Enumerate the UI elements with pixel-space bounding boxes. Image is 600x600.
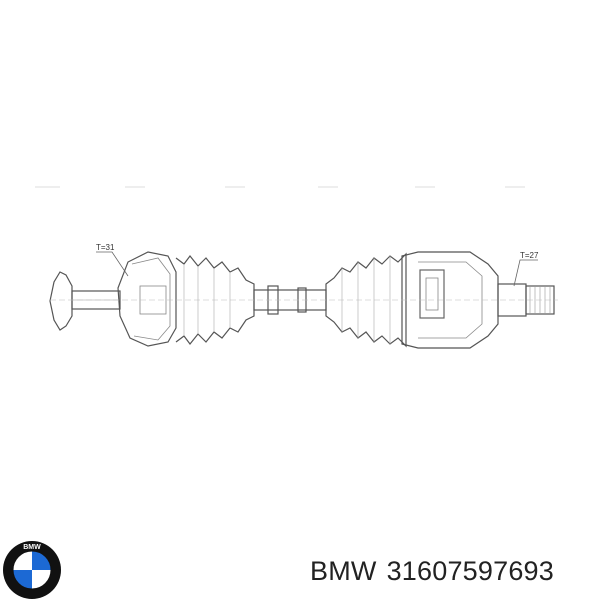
inner-spline-label: T=31 [96,243,115,252]
outer-spline-label: T=27 [520,251,539,260]
bmw-roundel-logo: BMW [3,541,61,599]
leader-line-right [513,259,538,287]
brand-name: BMW [310,556,377,586]
boot-right [325,252,407,348]
part-number: 31607597693 [386,556,554,586]
hub-flange [49,271,73,331]
leader-line-left [96,251,129,277]
cv-joint-housing-right [401,251,499,349]
cv-joint-housing-left [117,251,177,347]
logo-lettering: BMW [23,544,41,551]
product-caption: BMW 31607597693 [310,556,554,587]
